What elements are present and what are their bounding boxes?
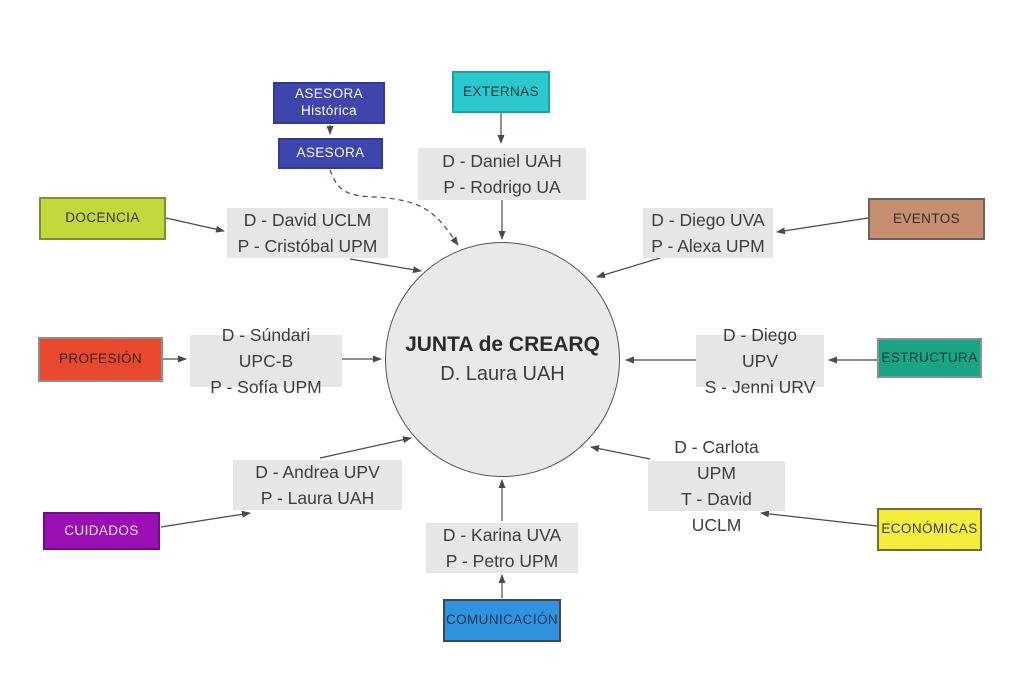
group-box-cuidados: CUIDADOS [43,512,160,550]
asesora-label: ASESORA [296,145,365,161]
group-box-estructura: ESTRUCTURA [877,338,982,378]
connector-eventos-members [776,217,869,235]
docencia-member-1: D - David UCLM [243,210,372,230]
comunicacion-member-1: D - Karina UVA [442,525,562,545]
connector-cuidados-members [160,510,251,528]
junta-title: JUNTA de CREARQ [405,333,600,356]
group-box-docencia: DOCENCIA [39,197,166,240]
economicas-label: ECONÓMICAS [881,521,978,537]
group-box-profesion: PROFESIÓN [38,337,163,382]
connector-eventos-junta [596,257,661,279]
eventos-member-2: P - Alexa UPM [651,236,765,256]
eventos-member-1: D - Diego UVA [651,210,765,230]
economicas-member-2: T - David UCLM [681,489,752,535]
docencia-label: DOCENCIA [65,210,140,226]
comunicacion-label: COMUNICACIÓN [445,612,559,628]
members-box-cuidados: D - Andrea UPV P - Laura UAH [233,460,402,510]
asesora-historica-line1: ASESORA [294,86,364,102]
junta-president: D. Laura UAH [440,363,565,385]
connector-economicas-junta [590,445,651,460]
profesion-label: PROFESIÓN [58,351,143,367]
estructura-label: ESTRUCTURA [881,349,978,365]
members-box-profesion: D - Súndari UPC-B P - Sofía UPM [190,325,342,397]
junta-circle: JUNTA de CREARQ D. Laura UAH [385,242,620,477]
group-box-asesora: ASESORA [278,138,383,169]
group-box-externas: EXTERNAS [452,71,550,113]
cuidados-member-1: D - Andrea UPV [255,462,380,482]
group-box-asesora-historica: ASESORA Histórica [273,82,385,124]
eventos-label: EVENTOS [892,210,961,226]
docencia-member-2: P - Cristóbal UPM [237,236,378,256]
group-box-comunicacion: COMUNICACIÓN [443,599,561,642]
externas-label: EXTERNAS [463,83,539,99]
cuidados-member-2: P - Laura UAH [260,488,375,508]
comunicacion-member-2: P - Petro UPM [445,551,559,571]
asesora-historica-line2: Histórica [300,103,358,118]
connector-economicas-members [760,510,878,527]
profesion-member-2: P - Sofía UPM [210,377,322,397]
externas-member-1: D - Daniel UAH [442,151,562,171]
members-box-economicas: D - Carlota UPM T - David UCLM [648,437,785,535]
estructura-member-1: D - Diego UPV [723,325,797,371]
cuidados-label: CUIDADOS [64,522,139,538]
connector-docencia-members [165,217,225,233]
members-box-estructura: D - Diego UPV S - Jenni URV [696,325,824,397]
members-box-externas: D - Daniel UAH P - Rodrigo UA [418,148,586,200]
group-box-eventos: EVENTOS [868,198,985,240]
members-box-eventos: D - Diego UVA P - Alexa UPM [643,208,773,258]
externas-member-2: P - Rodrigo UA [443,177,561,197]
economicas-member-1: D - Carlota UPM [674,437,759,483]
connector-cuidados-junta [319,436,412,459]
profesion-member-1: D - Súndari UPC-B [221,325,311,371]
members-box-comunicacion: D - Karina UVA P - Petro UPM [426,523,578,573]
connector-docencia-junta [349,258,422,274]
estructura-member-2: S - Jenni URV [704,377,816,397]
group-box-economicas: ECONÓMICAS [877,508,982,551]
members-box-docencia: D - David UCLM P - Cristóbal UPM [227,208,388,258]
